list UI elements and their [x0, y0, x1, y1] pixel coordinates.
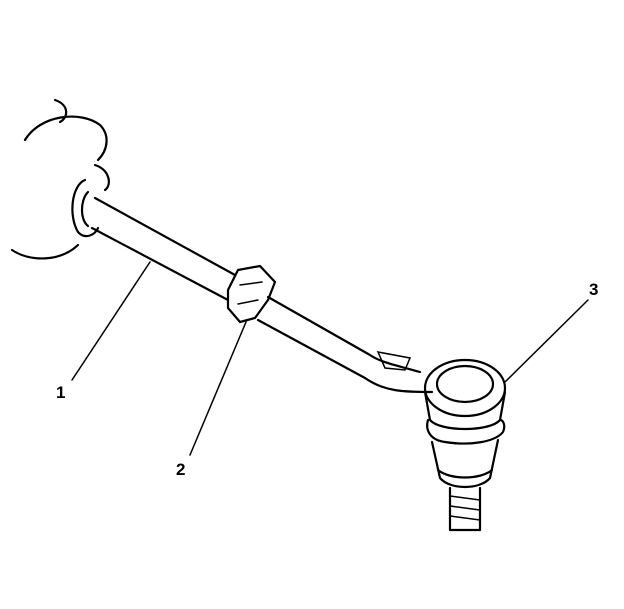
leader-line-2	[189, 321, 247, 456]
callout-3: 3	[589, 280, 599, 299]
callout-2: 2	[176, 460, 186, 479]
tie-rod-end	[423, 358, 507, 532]
jam-nut	[226, 264, 277, 324]
steering-gear-boot	[10, 98, 110, 260]
leader-line-3	[504, 299, 589, 383]
tie-rod-shaft	[90, 196, 434, 394]
callout-1: 1	[56, 383, 66, 402]
leader-line-1	[71, 261, 151, 381]
